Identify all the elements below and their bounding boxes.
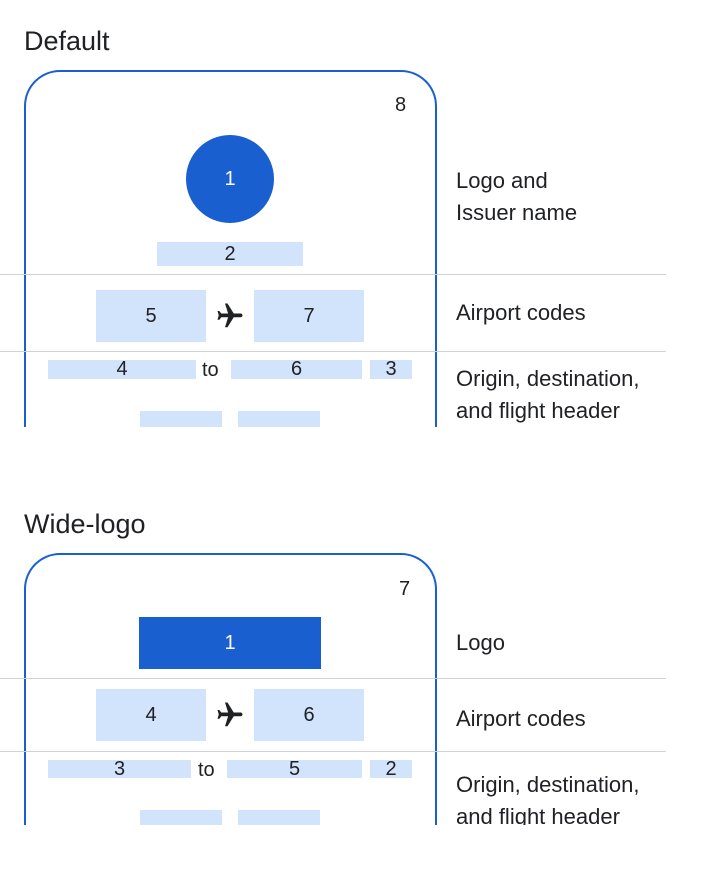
default-label-origin-dest-line2: and flight header xyxy=(456,398,620,423)
wide-logo-label-airport-codes: Airport codes xyxy=(456,706,586,731)
wide-logo-section-title: Wide-logo xyxy=(24,509,146,539)
wide-logo-label-origin-dest-line2: and flight header xyxy=(456,804,620,825)
default-origin-code-box: 5 xyxy=(96,290,206,342)
wide-logo-label-logo: Logo xyxy=(456,630,505,655)
default-badge-number: 8 xyxy=(395,94,407,116)
default-label-logo-issuer-line2: Issuer name xyxy=(456,200,578,225)
default-divider-1 xyxy=(0,274,666,275)
default-destination-code-box: 7 xyxy=(254,290,364,342)
default-origin-box: 4 xyxy=(48,358,196,380)
wide-logo-card-frame xyxy=(24,553,437,825)
wide-logo-rect: 1 xyxy=(139,617,321,669)
wide-logo-origin-code-box: 4 xyxy=(96,689,206,741)
wide-logo-divider-2 xyxy=(0,751,666,752)
default-label-origin-dest: Origin, destination, and flight header xyxy=(456,363,639,427)
default-destination-box: 6 xyxy=(231,358,362,380)
airplane-icon xyxy=(215,301,245,331)
default-label-logo-issuer-line1: Logo and xyxy=(456,168,548,193)
airplane-icon xyxy=(215,700,245,730)
wide-logo-label-origin-dest-line1: Origin, destination, xyxy=(456,772,640,797)
default-placeholder-left xyxy=(140,411,222,427)
wide-logo-badge-number: 7 xyxy=(399,578,411,600)
default-label-origin-dest-line1: Origin, destination, xyxy=(456,366,640,391)
default-label-airport-codes: Airport codes xyxy=(456,300,586,325)
default-divider-2 xyxy=(0,351,666,352)
default-card-frame xyxy=(24,70,437,427)
default-section-title: Default xyxy=(24,26,110,56)
wide-logo-destination-code-box: 6 xyxy=(254,689,364,741)
default-to-text: to xyxy=(202,359,219,381)
wide-logo-to-text: to xyxy=(198,759,215,781)
wide-logo-divider-1 xyxy=(0,678,666,679)
wide-logo-placeholder-right xyxy=(238,810,320,825)
default-label-logo-issuer: Logo and Issuer name xyxy=(456,165,577,229)
wide-logo-flight-header-box: 2 xyxy=(370,758,412,780)
default-placeholder-right xyxy=(238,411,320,427)
wide-logo-placeholder-left xyxy=(140,810,222,825)
default-logo-circle: 1 xyxy=(186,135,274,223)
default-flight-header-box: 3 xyxy=(370,358,412,380)
wide-logo-destination-box: 5 xyxy=(227,758,362,780)
wide-logo-label-origin-dest: Origin, destination, and flight header xyxy=(456,769,639,825)
default-issuer-name-box: 2 xyxy=(157,242,303,266)
wide-logo-origin-box: 3 xyxy=(48,758,191,780)
